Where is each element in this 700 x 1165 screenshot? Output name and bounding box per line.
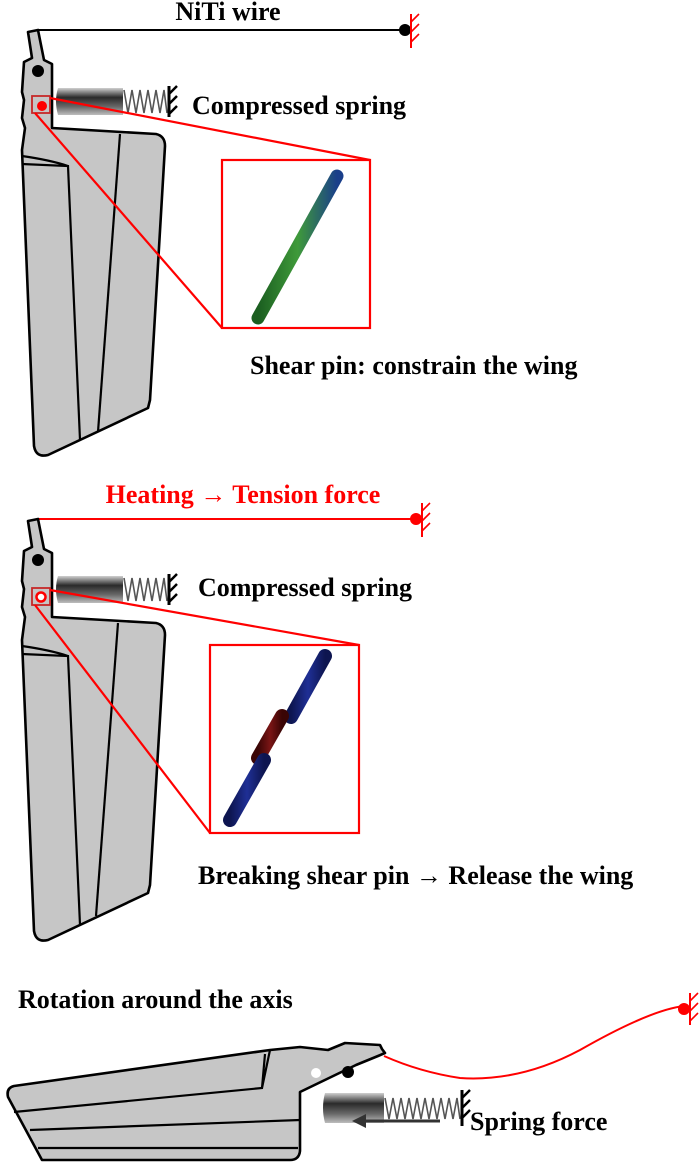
wing-spar	[96, 133, 122, 433]
hinge-axis-icon	[32, 554, 44, 566]
panel-deployed: Rotation around the axis	[6, 985, 699, 1162]
caption-release: Breaking shear pin → Release the wing	[198, 861, 633, 890]
broken-shear-pin	[223, 649, 332, 827]
wing-body	[20, 28, 167, 457]
shear-pin-icon	[37, 101, 47, 111]
anchor-icon	[410, 502, 431, 537]
spring-assembly	[323, 1089, 471, 1126]
wing-edge	[21, 154, 82, 441]
spring-assembly	[56, 573, 178, 605]
contracted-niti-wire	[383, 1005, 685, 1080]
wing-edge	[21, 644, 82, 926]
shear-pin-marker	[31, 587, 51, 606]
rotation-label: Rotation around the axis	[18, 985, 293, 1014]
wall-icon	[460, 1089, 471, 1126]
shear-pin-marker	[31, 95, 51, 114]
spring-label: Compressed spring	[198, 573, 412, 602]
caption-stowed: Shear pin: constrain the wing	[250, 351, 577, 380]
wall-icon	[167, 573, 178, 605]
spring-label: Compressed spring	[192, 91, 406, 120]
panel-heating: Heating → Tension force Compressed spri	[20, 480, 633, 942]
anchor-icon	[678, 992, 699, 1025]
released-pin-hole	[311, 1068, 321, 1078]
wing-spar	[94, 622, 120, 917]
anchor-icon	[399, 13, 420, 48]
spring-assembly	[56, 85, 178, 117]
wing-edge	[13, 1049, 272, 1114]
niti-wire-label: NiTi wire	[175, 0, 280, 26]
wing-deployed	[6, 1041, 387, 1162]
broken-pin-detail	[208, 643, 361, 835]
wing-spar	[29, 1118, 301, 1132]
spring-force-label: Spring force	[470, 1107, 607, 1136]
shear-pin-detail	[220, 158, 372, 330]
broken-shear-pin-icon	[35, 591, 47, 603]
intact-shear-pin	[251, 169, 344, 325]
wing-body	[20, 517, 167, 942]
panel-stowed: NiTi wire Compressed spr	[20, 0, 577, 457]
wall-icon	[167, 85, 178, 117]
hinge-axis-icon	[32, 65, 44, 77]
hinge-axis-icon	[342, 1066, 354, 1078]
spring-force-arrow-icon	[352, 1114, 440, 1128]
heating-label: Heating → Tension force	[106, 480, 381, 509]
